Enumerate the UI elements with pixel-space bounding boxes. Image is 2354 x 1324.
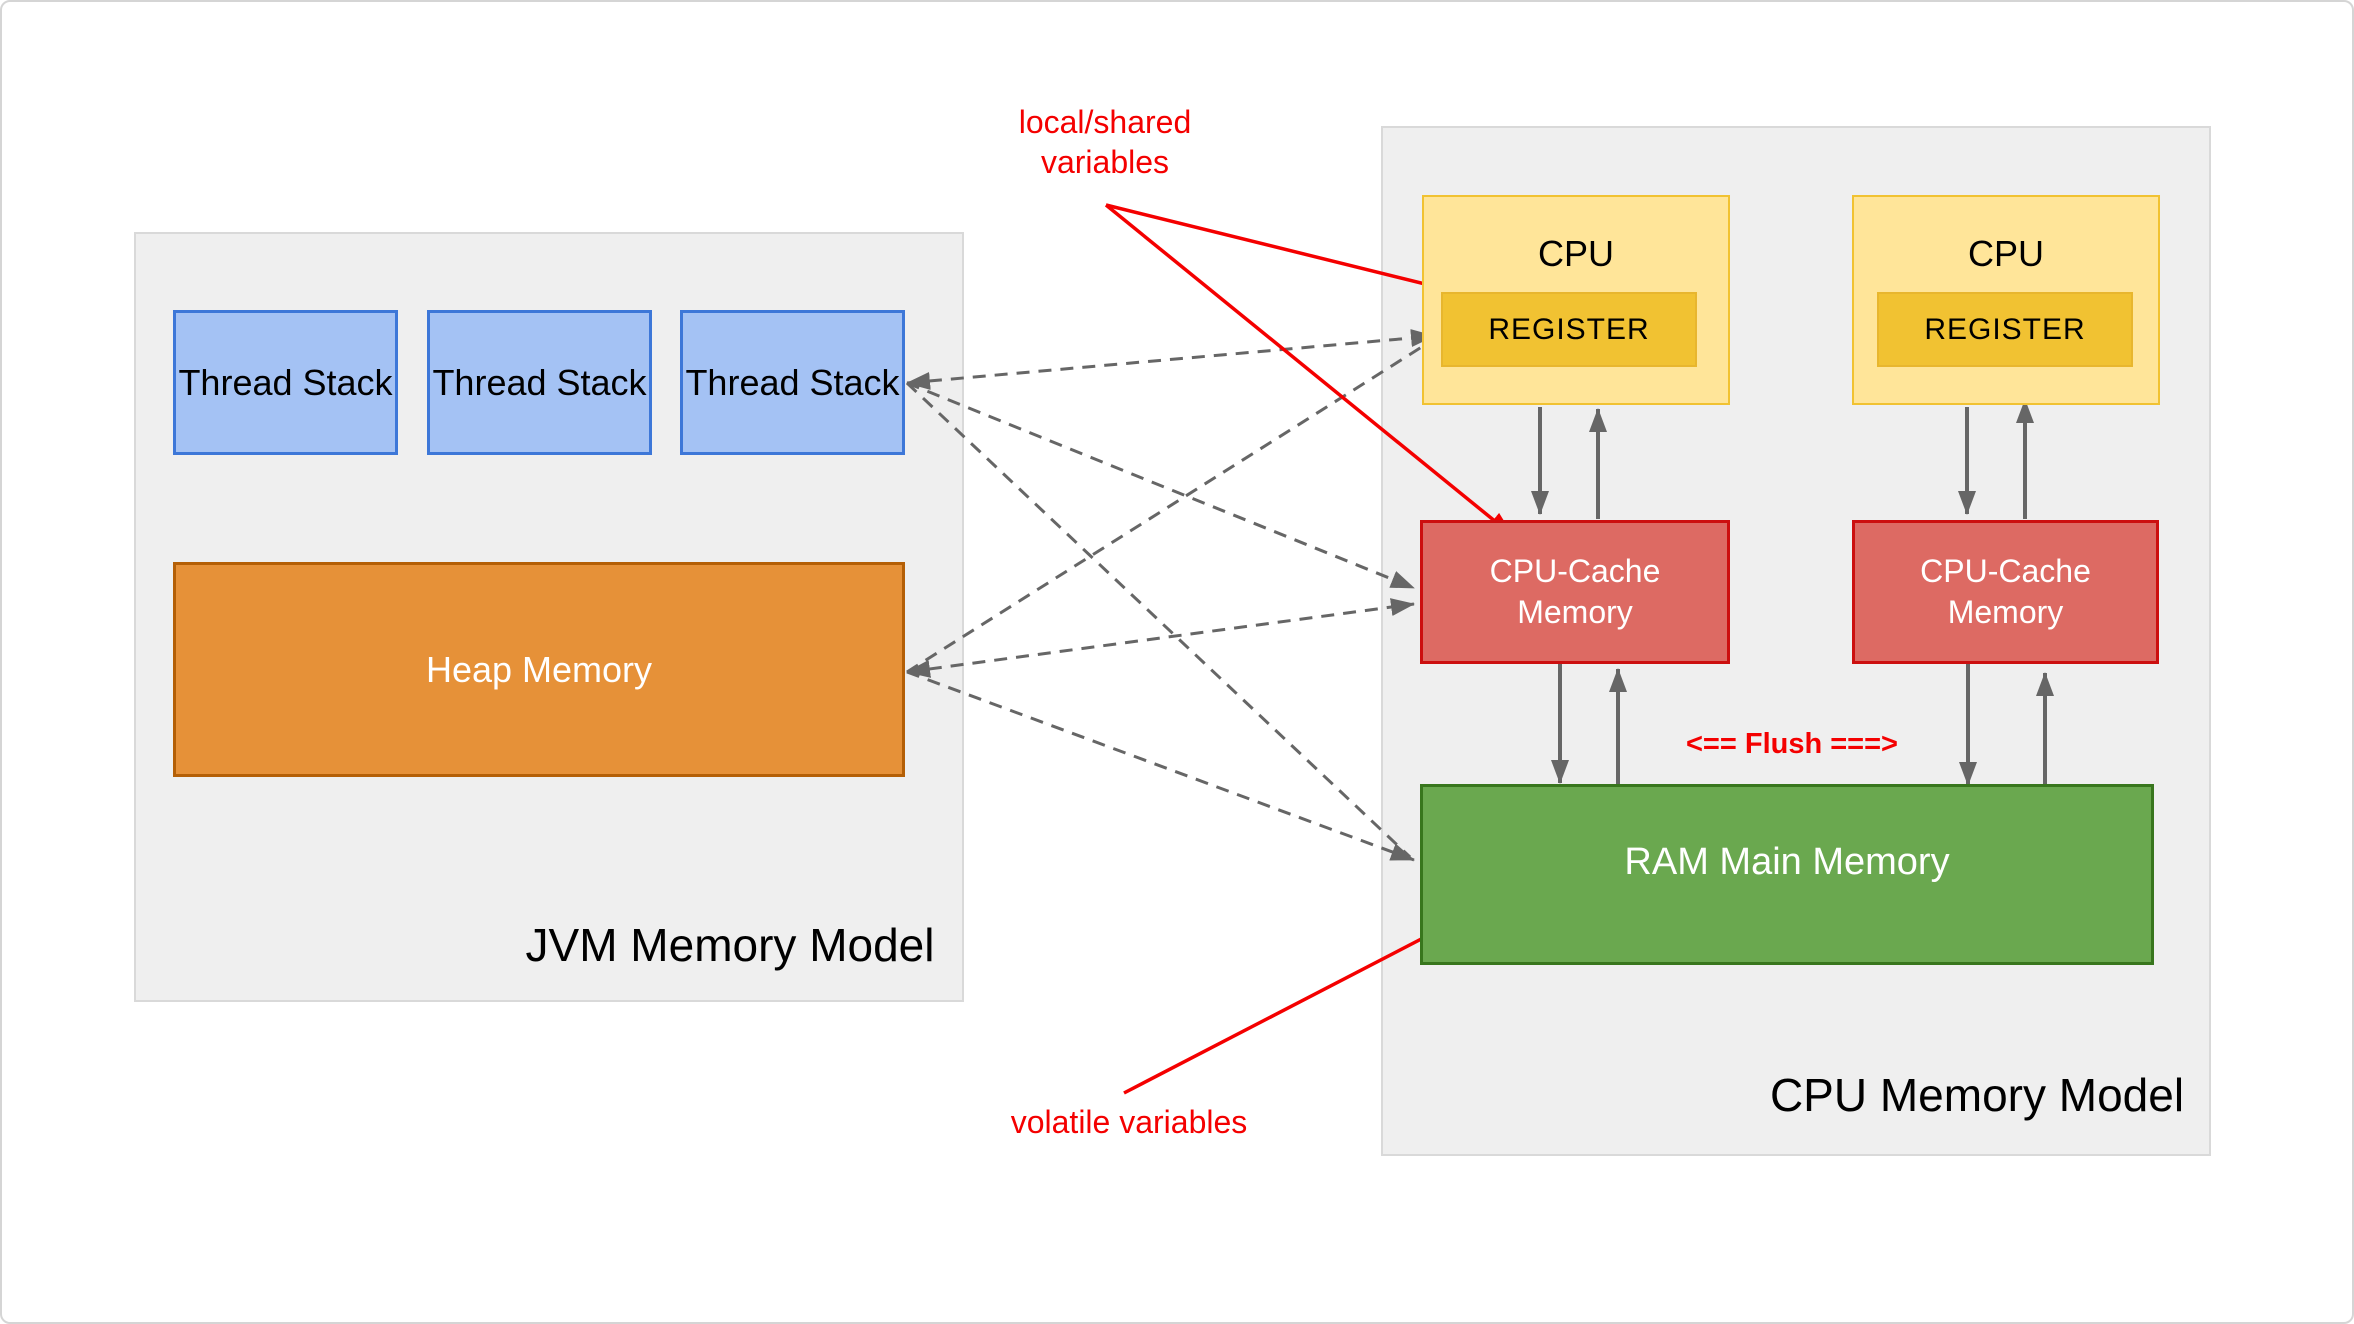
- flush-note: <== Flush ===>: [1686, 728, 1898, 760]
- register-box-1: REGISTER: [1441, 292, 1697, 367]
- dashed-arrow-threadstack-ram: [905, 381, 1412, 859]
- thread-stack-box-2: Thread Stack: [427, 310, 652, 455]
- cpu-model-title: CPU Memory Model: [1769, 1069, 2185, 1121]
- thread-stack-box-1: Thread Stack: [173, 310, 398, 455]
- jvm-model-title: JVM Memory Model: [525, 919, 935, 971]
- thread-stack-label: Thread Stack: [178, 362, 393, 403]
- ram-label: RAM Main Memory: [1624, 841, 1950, 883]
- heap-memory-label: Heap Memory: [425, 648, 653, 690]
- dashed-arrow-heap-ram: [906, 670, 1415, 862]
- cpu-cache-box-1: CPU-Cache Memory: [1420, 520, 1730, 664]
- heap-memory-box: Heap Memory: [173, 562, 905, 777]
- dashed-arrow-threadstack-register: [906, 329, 1435, 390]
- thread-stack-label: Thread Stack: [685, 362, 900, 403]
- local-shared-variables-note: local/shared variables: [1018, 104, 1192, 180]
- dashed-arrow-heap-register: [906, 341, 1429, 674]
- register-label: REGISTER: [1488, 312, 1650, 346]
- dashed-arrow-threadstack-cache: [906, 381, 1415, 590]
- thread-stack-box-3: Thread Stack: [680, 310, 905, 455]
- cpu-label: CPU: [1537, 233, 1614, 274]
- register-label: REGISTER: [1924, 312, 2086, 346]
- cpu-cache-box-2: CPU-Cache Memory: [1852, 520, 2159, 664]
- cpu-label: CPU: [1967, 233, 2044, 274]
- ram-main-memory-box: RAM Main Memory: [1420, 784, 2154, 965]
- dashed-arrow-heap-cache: [906, 598, 1415, 678]
- volatile-variables-note: volatile variables: [1010, 1104, 1248, 1140]
- thread-stack-label: Thread Stack: [432, 362, 647, 403]
- register-box-2: REGISTER: [1877, 292, 2133, 367]
- cpu-cache-label: CPU-Cache Memory: [1920, 553, 2091, 630]
- cpu-cache-label: CPU-Cache Memory: [1489, 553, 1661, 630]
